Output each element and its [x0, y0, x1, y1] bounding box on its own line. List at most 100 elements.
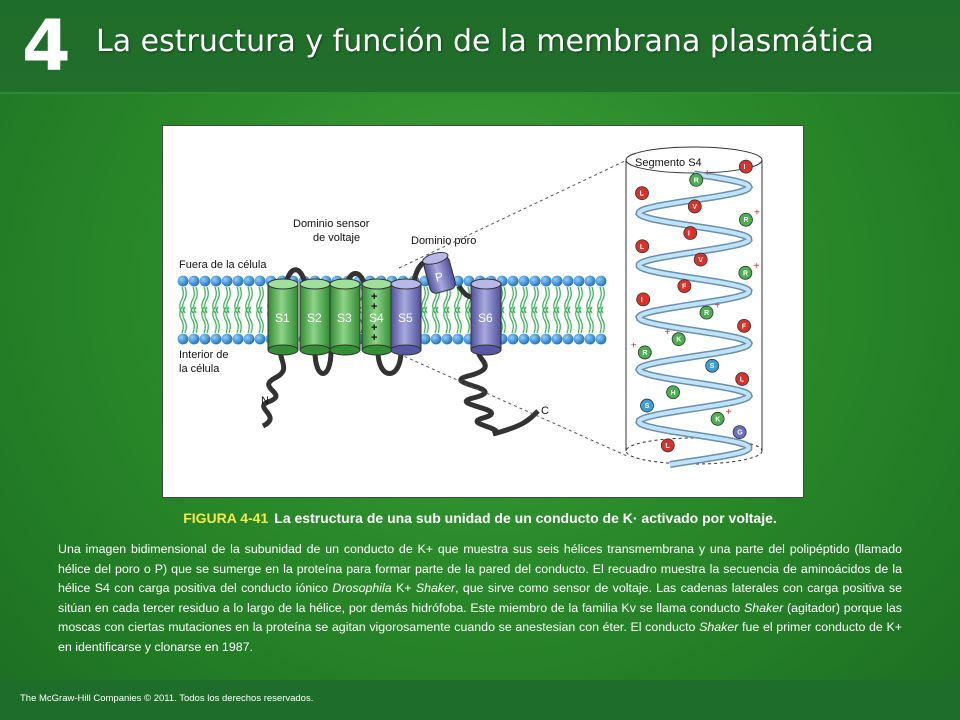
svg-text:L: L — [740, 377, 745, 384]
svg-text:I: I — [688, 231, 690, 238]
svg-text:R: R — [704, 310, 709, 317]
lipid-head — [441, 333, 453, 345]
lipid-head — [210, 275, 222, 287]
label-pore: Dominio poro — [411, 235, 476, 247]
lipid-head — [551, 275, 563, 287]
svg-text:L: L — [640, 191, 645, 198]
figure-caption-body: Una imagen bidimensional de la subunidad… — [58, 542, 902, 654]
svg-text:S: S — [710, 363, 715, 370]
lipid-head — [529, 333, 541, 345]
helix-s6: S6 — [470, 278, 502, 356]
svg-text:K: K — [676, 337, 681, 344]
svg-text:K: K — [715, 416, 720, 423]
n-terminal-chain — [261, 339, 287, 429]
lipid-head — [221, 333, 233, 345]
residue-i: I — [636, 292, 651, 307]
lipid-head — [518, 275, 530, 287]
lipid-head — [507, 333, 519, 345]
residue-r: R+ — [689, 168, 710, 187]
residue-s: S — [640, 398, 654, 413]
svg-text:G: G — [737, 430, 743, 437]
residue-s: S — [705, 358, 720, 373]
residue-f: F — [737, 319, 751, 333]
lipid-head — [584, 275, 596, 287]
svg-text:+: + — [753, 261, 759, 272]
lipid-head — [210, 333, 222, 345]
lipid-head — [595, 275, 607, 287]
label-inside-2: la célula — [179, 363, 220, 375]
svg-text:H: H — [671, 390, 676, 397]
residue-r: R+ — [739, 208, 760, 227]
label-sensor-1: Dominio sensor — [293, 218, 370, 230]
pore-helix-label: P — [434, 269, 445, 285]
slide-title: La estructura y función de la membrana p… — [96, 24, 874, 59]
lipid-head — [452, 333, 464, 345]
helix-s5: S5 — [390, 278, 422, 356]
svg-text:+: + — [631, 340, 637, 351]
lipid-head — [595, 333, 607, 345]
lipid-head — [199, 275, 211, 287]
residue-r: R+ — [738, 261, 759, 280]
residue-l: L — [635, 239, 650, 254]
lipid-head — [232, 275, 244, 287]
c-terminal-chain — [458, 343, 540, 437]
lipid-head — [518, 333, 530, 345]
svg-text:V: V — [698, 257, 703, 264]
svg-text:V: V — [692, 204, 697, 211]
lipid-head — [199, 333, 211, 345]
svg-text:S5: S5 — [398, 311, 413, 325]
lipid-head — [573, 275, 585, 287]
label-n-terminal: N — [261, 395, 269, 407]
residue-l: L — [635, 186, 649, 201]
svg-text:S2: S2 — [307, 311, 322, 325]
svg-text:+: + — [371, 332, 377, 344]
lipid-head — [177, 333, 189, 345]
slide-header: 4 La estructura y función de la membrana… — [0, 0, 960, 94]
s4-helix-spiral — [634, 170, 754, 468]
chapter-number: 4 — [22, 5, 71, 87]
lipid-head — [243, 275, 255, 287]
lipid-head — [540, 275, 552, 287]
svg-text:R: R — [744, 217, 749, 224]
svg-text:R: R — [743, 270, 748, 277]
lipid-head — [573, 333, 585, 345]
lipid-head — [254, 333, 266, 345]
svg-text:I: I — [743, 164, 745, 171]
lipid-head — [584, 333, 596, 345]
lipid-head — [188, 333, 200, 345]
svg-text:R: R — [694, 177, 699, 184]
lipid-head — [562, 333, 574, 345]
residue-g: G — [732, 425, 747, 439]
svg-text:L: L — [665, 443, 670, 450]
residue-r: R+ — [631, 340, 652, 360]
lipid-head — [551, 333, 563, 345]
s4-segment-inset: Segmento S4 IR+LVR+ILVR+FIR+FK+R+SLHSK+G… — [625, 146, 763, 468]
svg-text:F: F — [682, 284, 687, 291]
residue-l: L — [735, 372, 750, 386]
lipid-head — [177, 275, 189, 287]
lipid-head — [188, 275, 200, 287]
svg-text:L: L — [640, 244, 645, 251]
residue-v: V — [693, 252, 708, 267]
helix-s3: S3 — [329, 278, 361, 356]
residue-v: V — [687, 199, 702, 214]
svg-text:F: F — [742, 323, 747, 330]
svg-text:+: + — [371, 322, 377, 334]
lipid-head — [419, 333, 431, 345]
lipid-head — [254, 275, 266, 287]
figure-label: FIGURA 4-41 — [183, 510, 269, 526]
svg-text:+: + — [371, 301, 377, 313]
loop-s4-s5 — [375, 350, 404, 376]
svg-text:+: + — [754, 208, 760, 219]
figure-title: La estructura de una sub unidad de un co… — [274, 510, 777, 526]
figure-caption-title: FIGURA 4-41 La estructura de una sub unid… — [0, 510, 960, 526]
svg-text:+: + — [715, 301, 721, 312]
svg-text:S6: S6 — [478, 311, 493, 325]
residue-f: F — [677, 279, 692, 293]
svg-text:+: + — [726, 407, 732, 418]
svg-text:S3: S3 — [337, 311, 352, 325]
pore-helix: P — [422, 251, 456, 294]
label-sensor-2: de voltaje — [313, 232, 360, 244]
